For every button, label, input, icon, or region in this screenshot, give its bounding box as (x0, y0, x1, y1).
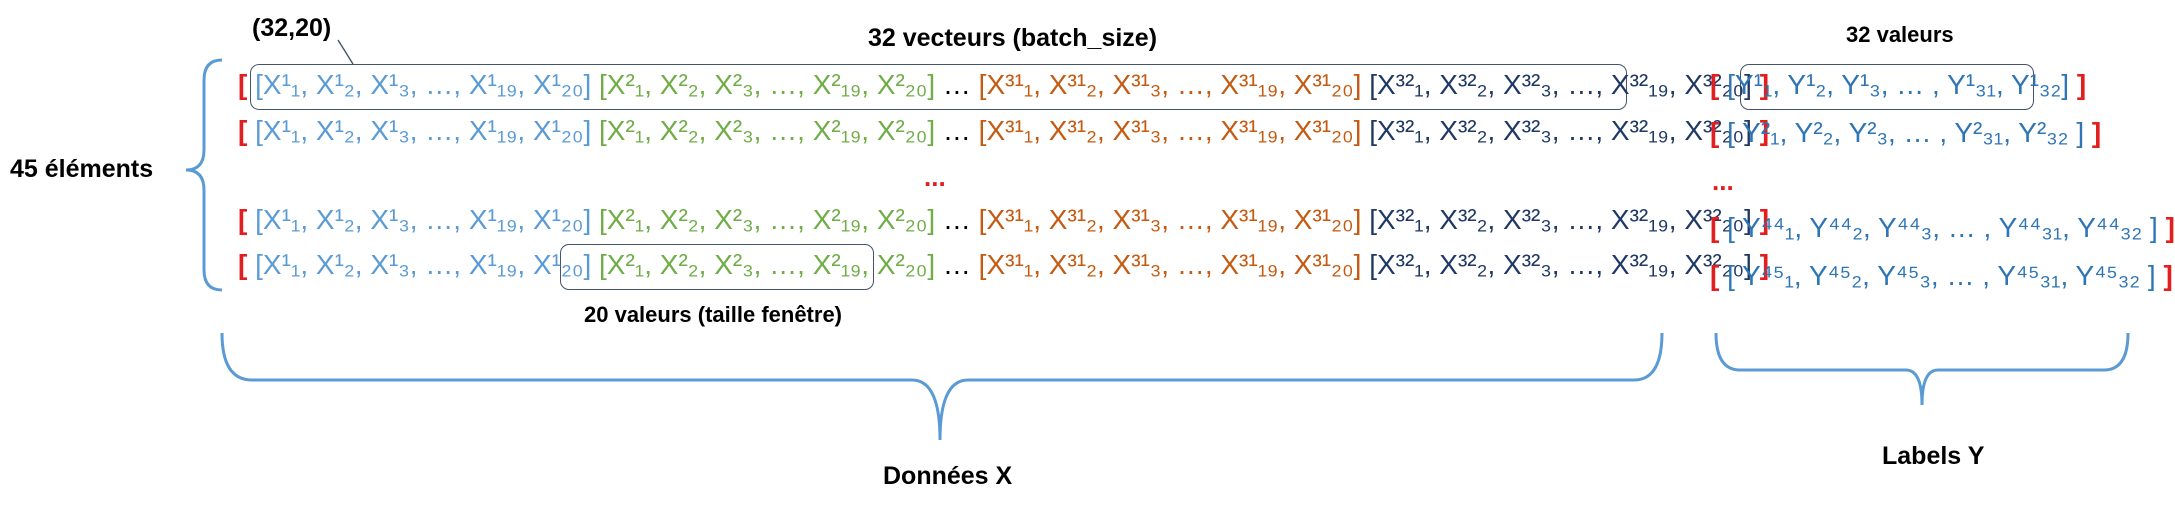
row-open-bracket: [ (1710, 69, 1720, 100)
row-close-bracket: ] (1759, 69, 1770, 100)
first-label-box (1740, 64, 2034, 110)
row-close-bracket: ] (2091, 117, 2102, 148)
row-open-bracket: [ (238, 69, 248, 100)
x-row: [ [X¹₁, X¹₂, X¹₃, …, X¹₁₉, X¹₂₀] [X²₁, X… (238, 247, 1769, 283)
y-row: [ [ Y⁴⁵₁, Y⁴⁵₂, Y⁴⁵₃, … , Y⁴⁵₃₁, Y⁴⁵₃₂ ]… (1710, 258, 2173, 294)
vector-31: [X³¹₁, X³¹₂, X³¹₃, …, X³¹₁₉, X³¹₂₀] (978, 115, 1362, 146)
vector-32: [X³²₁, X³²₂, X³²₃, …, X³²₁₉, X³²₂₀] (1369, 115, 1752, 146)
shape-callout-line (337, 39, 354, 65)
y-row: [ [Y¹₁, Y¹₂, Y¹₃, … , Y¹₃₁, Y¹₃₂] ] (1710, 67, 2086, 103)
x-row: [ [X¹₁, X¹₂, X¹₃, …, X¹₁₉, X¹₂₀] [X²₁, X… (238, 67, 1769, 103)
label-vector: [ Y⁴⁵₁, Y⁴⁵₂, Y⁴⁵₃, … , Y⁴⁵₃₁, Y⁴⁵₃₂ ] (1727, 260, 2156, 291)
x-row: [ [X¹₁, X¹₂, X¹₃, …, X¹₁₉, X¹₂₀] [X²₁, X… (238, 202, 1769, 238)
label-vector: [ Y²₁, Y²₂, Y²₃, … , Y²₃₁, Y²₃₂ ] (1727, 117, 2085, 148)
shape-label: (32,20) (252, 14, 332, 42)
labels-y-brace (1714, 332, 2130, 406)
vector-ellipsis: … (942, 204, 971, 235)
row-close-bracket: ] (1759, 204, 1770, 235)
row-close-bracket: ] (2165, 212, 2175, 243)
row-close-bracket: ] (2163, 260, 2173, 291)
label-rows-ellipsis: ... (1712, 166, 1734, 196)
vector-2: [X²₁, X²₂, X²₃, …, X²₁₉, X²₂₀] (599, 249, 936, 280)
vector-2: [X²₁, X²₂, X²₃, …, X²₁₉, X²₂₀] (599, 115, 936, 146)
vector-31: [X³¹₁, X³¹₂, X³¹₃, …, X³¹₁₉, X³¹₂₀] (978, 249, 1362, 280)
vector-31: [X³¹₁, X³¹₂, X³¹₃, …, X³¹₁₉, X³¹₂₀] (978, 69, 1362, 100)
y-row: [ [ Y²₁, Y²₂, Y²₃, … , Y²₃₁, Y²₃₂ ] ] (1710, 115, 2101, 151)
data-x-label: Données X (883, 462, 1013, 490)
vector-ellipsis: … (942, 69, 971, 100)
row-close-bracket: ] (2076, 69, 2087, 100)
batch-vectors-box (250, 64, 1627, 110)
vector-32: [X³²₁, X³²₂, X³²₃, …, X³²₁₉, X³²₂₀] (1369, 249, 1752, 280)
vector-ellipsis: … (942, 115, 971, 146)
elements-count-label: 45 éléments (10, 155, 154, 183)
batch-size-label: 32 vecteurs (batch_size) (868, 24, 1158, 52)
label-count-label: 32 valeurs (1846, 22, 1954, 47)
row-close-bracket: ] (1759, 249, 1770, 280)
row-open-bracket: [ (238, 115, 248, 146)
label-vector: [Y¹₁, Y¹₂, Y¹₃, … , Y¹₃₁, Y¹₃₂] (1727, 69, 2070, 100)
label-vector: [ Y⁴⁴₁, Y⁴⁴₂, Y⁴⁴₃, … , Y⁴⁴₃₁, Y⁴⁴₃₂ ] (1727, 212, 2158, 243)
row-open-bracket: [ (1710, 212, 1720, 243)
row-open-bracket: [ (238, 204, 248, 235)
rows-left-brace (185, 58, 223, 292)
x-row: [ [X¹₁, X¹₂, X¹₃, …, X¹₁₉, X¹₂₀] [X²₁, X… (238, 113, 1769, 149)
vector-1: [X¹₁, X¹₂, X¹₃, …, X¹₁₉, X¹₂₀] (255, 204, 592, 235)
row-open-bracket: [ (238, 249, 248, 280)
row-open-bracket: [ (1710, 117, 1720, 148)
vector-ellipsis: … (942, 249, 971, 280)
y-row: [ [ Y⁴⁴₁, Y⁴⁴₂, Y⁴⁴₃, … , Y⁴⁴₃₁, Y⁴⁴₃₂ ]… (1710, 210, 2175, 246)
vector-1: [X¹₁, X¹₂, X¹₃, …, X¹₁₉, X¹₂₀] (255, 115, 592, 146)
vector-32: [X³²₁, X³²₂, X³²₃, …, X³²₁₉, X³²₂₀] (1369, 69, 1752, 100)
rows-ellipsis: ... (924, 162, 946, 192)
vector-2: [X²₁, X²₂, X²₃, …, X²₁₉, X²₂₀] (599, 204, 936, 235)
window-values-box (560, 244, 874, 290)
window-size-label: 20 valeurs (taille fenêtre) (584, 302, 843, 327)
data-x-brace (220, 332, 1664, 441)
row-open-bracket: [ (1710, 260, 1720, 291)
vector-1: [X¹₁, X¹₂, X¹₃, …, X¹₁₉, X¹₂₀] (255, 69, 592, 100)
vector-31: [X³¹₁, X³¹₂, X³¹₃, …, X³¹₁₉, X³¹₂₀] (978, 204, 1362, 235)
vector-1: [X¹₁, X¹₂, X¹₃, …, X¹₁₉, X¹₂₀] (255, 249, 592, 280)
labels-y-label: Labels Y (1882, 442, 1985, 470)
vector-32: [X³²₁, X³²₂, X³²₃, …, X³²₁₉, X³²₂₀] (1369, 204, 1752, 235)
row-close-bracket: ] (1759, 115, 1770, 146)
vector-2: [X²₁, X²₂, X²₃, …, X²₁₉, X²₂₀] (599, 69, 936, 100)
